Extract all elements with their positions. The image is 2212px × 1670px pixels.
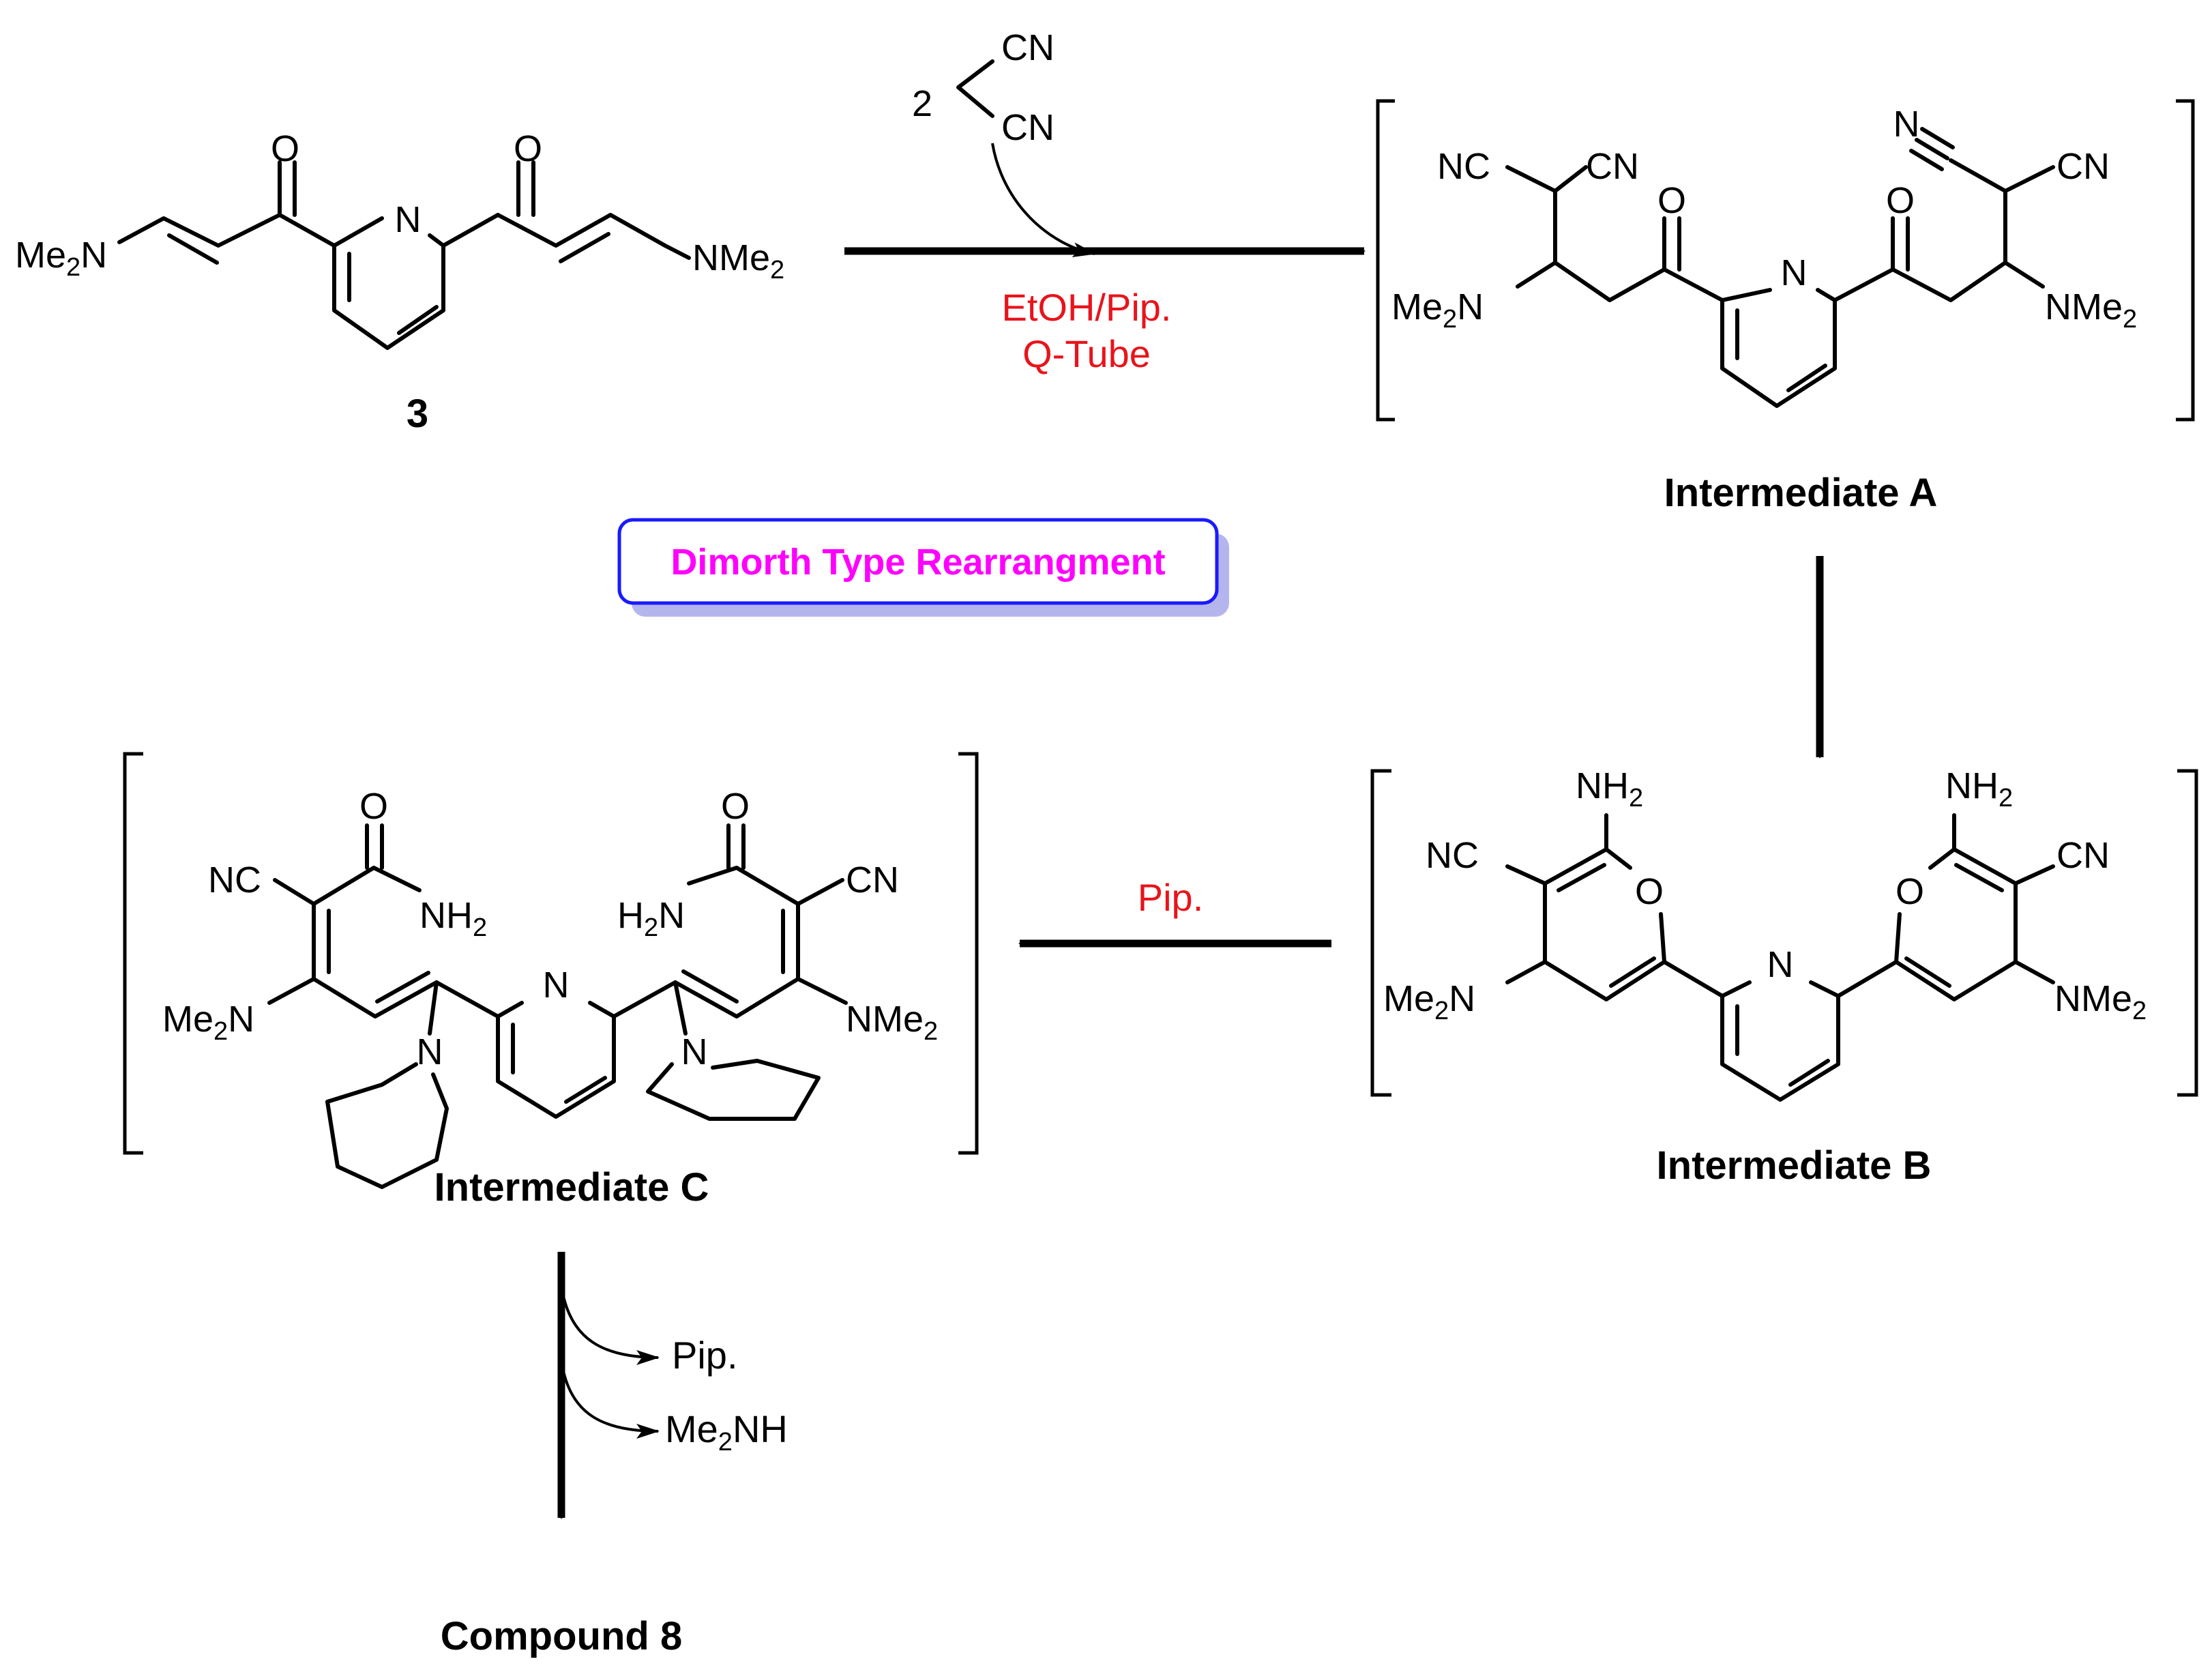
int-a-nme2-left: Me2N (1391, 287, 1484, 334)
int-b-nc-left: NC (1426, 835, 1479, 876)
int-c-piperidine-n-left: N (417, 1031, 443, 1072)
malononitrile-structure (956, 59, 1096, 257)
int-b-cn-right: CN (2056, 835, 2110, 876)
byproduct-pip: Pip. (672, 1334, 738, 1377)
step3-condition: Pip. (1138, 876, 1204, 919)
int-b-nh2-right: NH2 (1945, 765, 2013, 812)
rearrangement-banner: Dimorth Type Rearrangment (617, 518, 1229, 617)
byproduct-me2nh: Me2NH (665, 1407, 788, 1456)
int-c-piperidine-n-right: N (681, 1031, 708, 1072)
int-c-nh2-left: NH2 (419, 895, 487, 942)
intermediate-c-left-bracket (123, 752, 143, 1155)
int-b-nme2-left: Me2N (1383, 978, 1475, 1025)
intermediate-b-label: Intermediate B (1657, 1143, 1932, 1188)
step1-condition-vessel: Q-Tube (1022, 332, 1151, 375)
int-a-carbonyl-o-left: O (1657, 180, 1686, 221)
reagent-cn-bottom: CN (1001, 107, 1055, 148)
compound-3-nme2-left: Me2N (15, 235, 107, 282)
int-c-amide-o-right: O (721, 786, 750, 827)
intermediate-a-label: Intermediate A (1664, 471, 1938, 515)
int-c-pyridine-n: N (543, 965, 570, 1006)
compound-3-structure (117, 160, 691, 350)
int-c-cn-right: CN (846, 860, 899, 900)
compound-8-label: Compound 8 (441, 1614, 682, 1658)
compound-3-pyridine-n: N (395, 199, 422, 240)
int-b-pyran-o-right: O (1896, 871, 1924, 912)
int-a-nme2-right: NMe2 (2045, 287, 2137, 334)
int-b-pyran-o-left: O (1635, 871, 1664, 912)
intermediate-a-left-bracket (1376, 99, 1395, 422)
compound-3-label: 3 (407, 392, 428, 436)
int-c-nc-left: NC (208, 860, 261, 900)
banner-text: Dimorth Type Rearrangment (670, 542, 1165, 583)
intermediate-c-structure (267, 823, 848, 1189)
intermediate-a-right-bracket (2176, 99, 2195, 422)
intermediate-b-left-bracket (1370, 769, 1391, 1097)
step1-condition-solvent: EtOH/Pip. (1002, 286, 1172, 329)
intermediate-b-structure (1505, 813, 2055, 1102)
int-c-h2n-right: H2N (617, 895, 685, 942)
compound-3-carbonyl-o-left: O (271, 128, 299, 169)
compound-3-carbonyl-o-right: O (514, 128, 542, 169)
banner-box (617, 518, 1219, 605)
int-a-cn-left: CN (1586, 146, 1639, 187)
reagent-equivalents: 2 (912, 83, 932, 124)
intermediate-a-structure (1505, 127, 2055, 408)
int-c-nme2-right: NMe2 (846, 999, 938, 1046)
int-a-carbonyl-o-right: O (1886, 180, 1915, 221)
intermediate-b-right-bracket (2177, 769, 2198, 1097)
int-b-pyridine-n: N (1767, 944, 1794, 985)
compound-3-nme2-right: NMe2 (692, 237, 784, 284)
reagent-cn-top: CN (1001, 27, 1055, 68)
int-b-nh2-left: NH2 (1576, 765, 1643, 812)
intermediate-c-label: Intermediate C (434, 1165, 709, 1210)
byproduct-pip-arrow (562, 1295, 660, 1365)
intermediate-c-right-bracket (958, 752, 979, 1155)
int-c-nme2-left: Me2N (162, 999, 254, 1046)
int-a-cn-right: CN (2056, 146, 2110, 187)
int-a-pyridine-n: N (1781, 252, 1808, 293)
int-c-amide-o-left: O (359, 786, 388, 827)
int-a-nc-left: NC (1437, 146, 1490, 187)
int-b-nme2-right: NMe2 (2054, 978, 2147, 1025)
int-a-nitrile-n: N (1893, 104, 1920, 145)
byproduct-me2nh-arrow (562, 1371, 660, 1439)
